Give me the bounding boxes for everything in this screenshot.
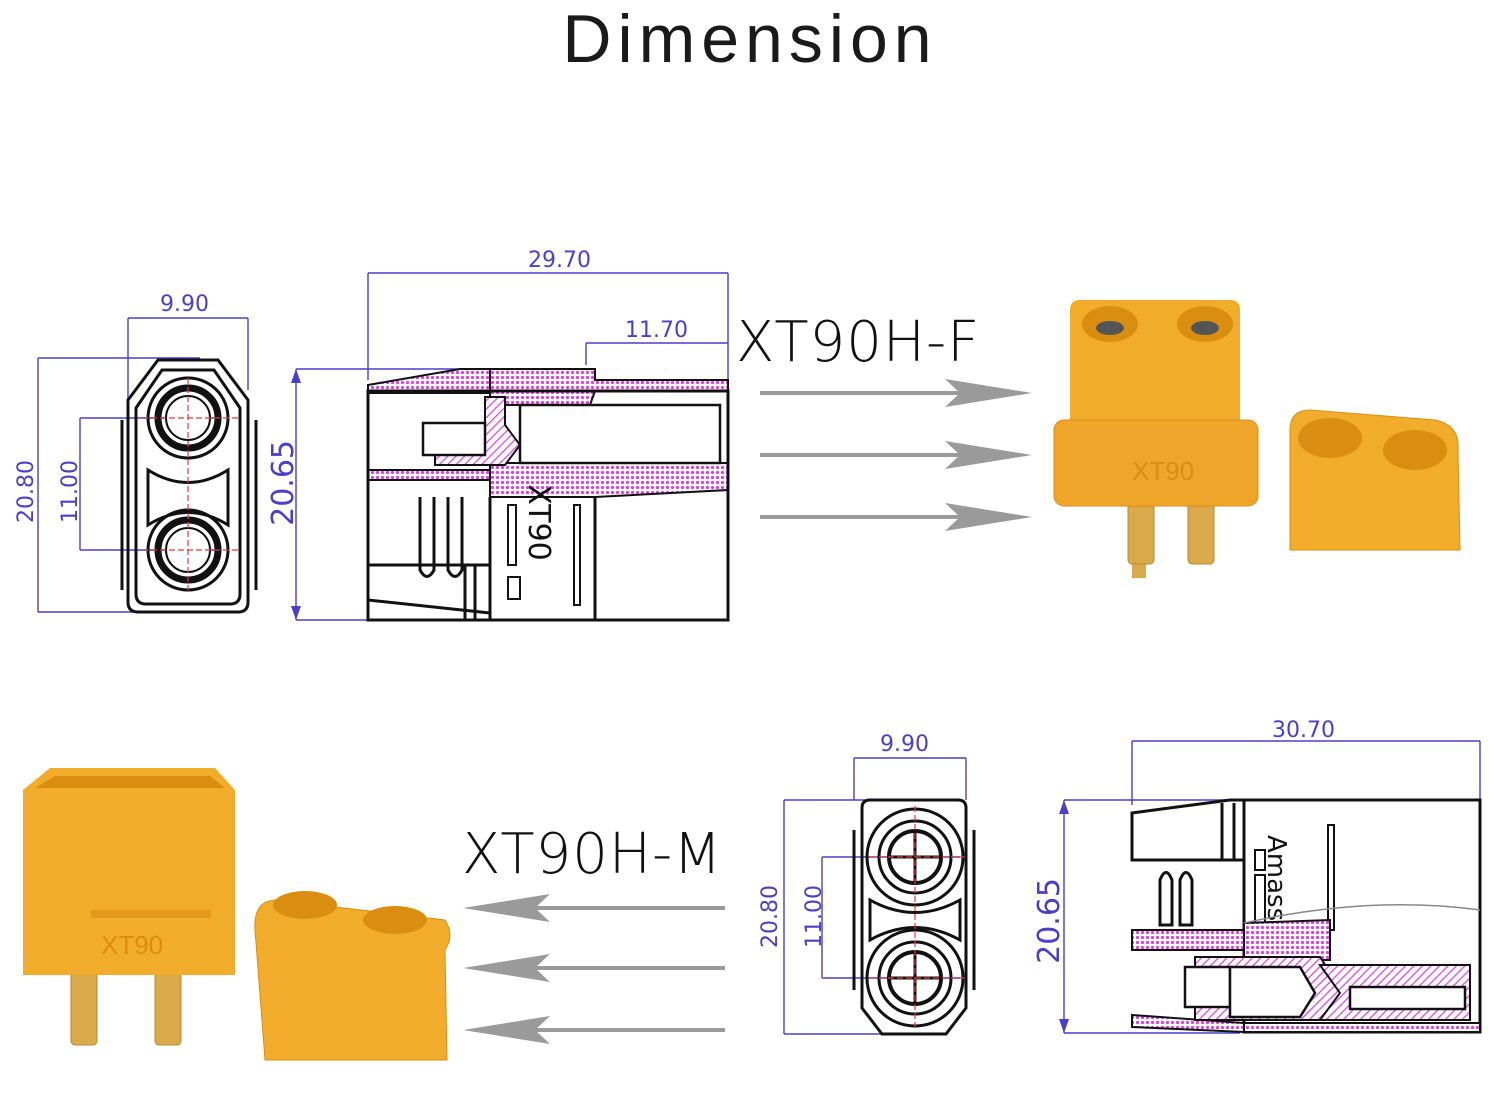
female-connector-photo-svg: XT90: [1053, 300, 1461, 578]
male-front-width-dimension: 9.90: [880, 732, 929, 757]
female-front-width-dimension: 9.90: [160, 292, 209, 317]
female-model-label: XT90H-F: [736, 310, 981, 375]
female-photo-mark: XT90: [1132, 456, 1194, 486]
page-title: Dimension: [562, 1, 938, 77]
female-side-section-svg: [291, 272, 730, 622]
male-side-section-drawing: Amass: [1050, 735, 1490, 1040]
male-connector-photo: XT90: [15, 760, 465, 1080]
male-body-mark: Amass: [1261, 835, 1291, 921]
female-pin-pitch-dimension: 11.00: [58, 460, 83, 523]
male-side-height-dimension: 20.65: [1032, 878, 1067, 964]
male-side-length-dimension: 30.70: [1272, 718, 1335, 743]
female-front-view-drawing: [30, 290, 290, 620]
female-side-length-dimension: 29.70: [528, 248, 591, 273]
male-front-height-dimension: 20.80: [758, 885, 783, 948]
female-side-height-dimension: 20.65: [266, 440, 301, 526]
male-connector-photo-svg: XT90: [23, 768, 451, 1061]
male-front-view-svg: [783, 757, 976, 1036]
male-side-section-svg: Amass: [1059, 740, 1482, 1034]
male-model-label: XT90H-M: [462, 822, 723, 887]
female-connector-photo: XT90: [1040, 290, 1480, 590]
female-body-mark: XT90: [520, 484, 556, 561]
female-front-height-dimension: 20.80: [14, 460, 39, 523]
female-contact-depth-dimension: 11.70: [625, 318, 688, 343]
female-front-view-svg: [37, 317, 258, 614]
male-photo-mark: XT90: [101, 930, 163, 960]
female-arrows: [760, 379, 1032, 531]
male-pin-pitch-dimension: 11.00: [802, 885, 827, 948]
male-front-view-drawing: [770, 740, 990, 1040]
male-arrows: [463, 894, 725, 1044]
female-side-section-drawing: [290, 265, 740, 630]
